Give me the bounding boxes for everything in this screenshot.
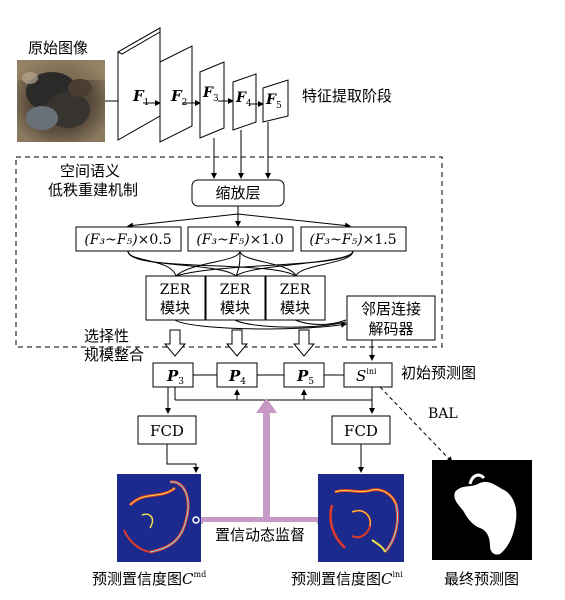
svg-text:ZER: ZER	[220, 282, 251, 298]
scale-box-1.5: (F₃~F₅)×1.5	[300, 226, 407, 252]
selective-line1: 选择性	[84, 327, 129, 345]
feature-block-f1: F1	[116, 27, 161, 141]
svg-text:(F₃~F₅)×1.0: (F₃~F₅)×1.0	[196, 232, 283, 248]
feature-stage-label: 特征提取阶段	[302, 87, 392, 105]
conf-ini-caption: 预测置信度图Cini	[291, 570, 403, 588]
feature-block-f5: F5	[262, 79, 289, 123]
svg-text:FCD: FCD	[344, 422, 378, 440]
zer-module-2: ZER 模块	[205, 275, 266, 321]
svg-text:ZER: ZER	[280, 282, 311, 298]
svg-text:F3: F3	[202, 85, 219, 104]
svg-text:F4: F4	[235, 90, 252, 109]
p5-box: P5	[283, 362, 325, 388]
neighbor-decoder-box: 邻居连接 解码器	[346, 295, 436, 341]
initial-prediction-label: 初始预测图	[401, 364, 476, 382]
feature-block-f4: F4	[232, 73, 257, 131]
scaling-layer-label: 缩放层	[215, 184, 260, 202]
feature-block-f3: F3	[199, 61, 225, 139]
module-title-line1: 空间语义	[60, 162, 120, 180]
selective-line2: 规模整合	[84, 346, 144, 364]
confidence-supervision-connector	[201, 398, 318, 524]
svg-text:邻居连接: 邻居连接	[361, 300, 421, 318]
svg-text:(F₃~F₅)×0.5: (F₃~F₅)×0.5	[84, 232, 171, 248]
hollow-arrow-p3	[163, 329, 187, 357]
scale-box-0.5: (F₃~F₅)×0.5	[75, 226, 182, 252]
svg-text:模块: 模块	[160, 299, 190, 317]
p3-box: P3	[152, 362, 194, 388]
fcd-box-right: FCD	[331, 415, 391, 445]
original-image-label: 原始图像	[28, 39, 88, 57]
p4-box: P4	[216, 362, 258, 388]
svg-text:FCD: FCD	[150, 422, 184, 440]
zer-module-1: ZER 模块	[145, 275, 206, 321]
svg-text:P3: P3	[166, 367, 184, 387]
conf-md-caption: 预测置信度图Cmd	[92, 570, 206, 588]
svg-text:解码器: 解码器	[368, 320, 413, 338]
svg-text:P5: P5	[296, 367, 314, 387]
svg-text:模块: 模块	[220, 299, 250, 317]
svg-text:(F₃~F₅)×1.5: (F₃~F₅)×1.5	[309, 232, 396, 248]
s-ini-box: Sini	[343, 362, 393, 388]
svg-text:P4: P4	[228, 367, 246, 387]
bal-arrow	[379, 386, 453, 463]
scale-to-zer-connections	[127, 250, 354, 277]
hollow-arrow-p4	[225, 329, 249, 357]
zer-module-3: ZER 模块	[265, 275, 326, 321]
svg-text:F5: F5	[265, 92, 282, 111]
confidence-map-md	[117, 474, 201, 562]
scale-box-1.0: (F₃~F₅)×1.0	[187, 226, 294, 252]
final-prediction-label: 最终预测图	[444, 570, 519, 588]
confidence-map-ini	[318, 474, 404, 562]
svg-text:ZER: ZER	[160, 282, 191, 298]
bal-label: BAL	[428, 406, 458, 422]
confidence-supervision-label: 置信动态监督	[215, 526, 305, 544]
hollow-arrow-p5	[292, 329, 316, 357]
module-title-line2: 低秩重建机制	[48, 181, 138, 199]
svg-text:模块: 模块	[280, 299, 310, 317]
feature-block-f2: F2	[159, 45, 193, 143]
final-prediction-mask	[432, 460, 532, 560]
svg-text:Sini: Sini	[356, 367, 377, 385]
original-image-photo	[17, 60, 105, 142]
fcd-box-left: FCD	[137, 415, 197, 445]
